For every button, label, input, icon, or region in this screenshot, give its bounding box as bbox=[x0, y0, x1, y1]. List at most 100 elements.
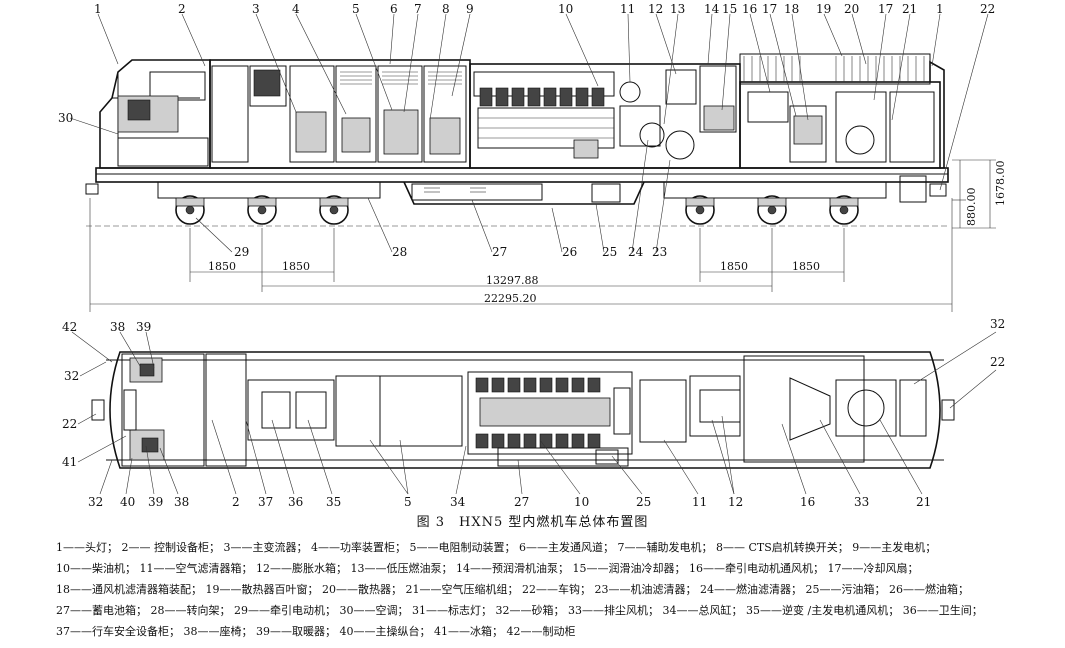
callout-side-6: 6 bbox=[390, 2, 398, 16]
legend-item: 29——牵引电动机； bbox=[234, 604, 340, 617]
callout-plan-38: 38 bbox=[110, 320, 125, 334]
legend-item: 19——散热器百叶窗； bbox=[205, 583, 322, 596]
callout-plan-38b: 38 bbox=[174, 495, 189, 509]
dim-overall-length: 22295.20 bbox=[484, 292, 537, 305]
callout-side-15: 15 bbox=[722, 2, 737, 16]
legend-item: 2—— 控制设备柜； bbox=[121, 541, 224, 554]
legend-item: 20——散热器； bbox=[322, 583, 406, 596]
legend-item: 42——制动柜 bbox=[506, 625, 576, 638]
callout-side-29: 29 bbox=[234, 245, 249, 259]
side-callouts: 1 2 3 4 5 6 7 8 9 10 11 12 13 14 15 16 1… bbox=[58, 2, 995, 259]
dim-axle-right-1: 1850 bbox=[720, 260, 748, 273]
plan-callouts: 42 38 39 32 22 41 32 40 39 38 2 37 36 35… bbox=[62, 317, 1005, 509]
callout-plan-32b: 32 bbox=[88, 495, 103, 509]
callout-side-2: 2 bbox=[178, 2, 186, 16]
legend-item: 39——取暖器； bbox=[256, 625, 340, 638]
callout-side-7: 7 bbox=[414, 2, 422, 16]
callout-side-22: 22 bbox=[980, 2, 995, 16]
legend-item: 7——辅助发电机； bbox=[617, 541, 716, 554]
callout-side-24: 24 bbox=[628, 245, 644, 259]
legend-item: 12——膨胀水箱； bbox=[256, 562, 351, 575]
dim-axle-right-2: 1850 bbox=[792, 260, 820, 273]
callout-side-28: 28 bbox=[392, 245, 407, 259]
legend-item: 28——转向架； bbox=[150, 604, 234, 617]
legend-item: 30——空调； bbox=[339, 604, 412, 617]
callout-side-9: 9 bbox=[466, 2, 474, 16]
legend-item: 38——座椅； bbox=[183, 625, 256, 638]
legend-item: 14——预润滑机油泵； bbox=[456, 562, 573, 575]
dim-axle-left-1: 1850 bbox=[208, 260, 236, 273]
callout-side-26: 26 bbox=[562, 245, 577, 259]
callout-plan-12: 12 bbox=[728, 495, 743, 509]
legend-item: 25——污油箱； bbox=[805, 583, 889, 596]
callout-side-13: 13 bbox=[670, 2, 685, 16]
callout-side-20: 20 bbox=[844, 2, 859, 16]
callout-side-12: 12 bbox=[648, 2, 663, 16]
callout-plan-37: 37 bbox=[258, 495, 273, 509]
legend-item: 36——卫生间； bbox=[902, 604, 983, 617]
callout-plan-10: 10 bbox=[574, 495, 589, 509]
callout-side-19: 19 bbox=[816, 2, 831, 16]
legend-item: 23——机油滤清器； bbox=[594, 583, 700, 596]
legend-item: 1——头灯； bbox=[56, 541, 122, 554]
callout-side-27: 27 bbox=[492, 245, 507, 259]
legend-item: 27——蓄电池箱； bbox=[56, 604, 151, 617]
legend-item: 8—— CTS启机转换开关； bbox=[716, 541, 853, 554]
plan-view bbox=[71, 331, 997, 495]
callout-side-1: 1 bbox=[94, 2, 102, 16]
callout-plan-25: 25 bbox=[636, 495, 651, 509]
legend-item: 40——主操纵台； bbox=[339, 625, 434, 638]
callout-side-17: 17 bbox=[762, 2, 777, 16]
side-elevation bbox=[69, 13, 996, 312]
legend-item: 41——冰箱； bbox=[434, 625, 507, 638]
legend-item: 4——功率装置柜； bbox=[311, 541, 410, 554]
callout-side-8: 8 bbox=[442, 2, 450, 16]
callout-side-23: 23 bbox=[652, 245, 667, 259]
legend-item: 15——润滑油冷却器； bbox=[572, 562, 689, 575]
callout-plan-41: 41 bbox=[62, 455, 77, 469]
legend-item: 3——主变流器； bbox=[223, 541, 311, 554]
callout-side-5: 5 bbox=[352, 2, 360, 16]
legend: 1——头灯； 2—— 控制设备柜； 3——主变流器； 4——功率装置柜； 5——… bbox=[56, 537, 1006, 642]
legend-item: 13——低压燃油泵； bbox=[350, 562, 456, 575]
callout-plan-21: 21 bbox=[916, 495, 931, 509]
callout-plan-32c: 32 bbox=[990, 317, 1005, 331]
callout-plan-16: 16 bbox=[800, 495, 815, 509]
legend-item: 26——燃油箱； bbox=[889, 583, 969, 596]
legend-item: 10——柴油机； bbox=[56, 562, 140, 575]
callout-side-1b: 1 bbox=[936, 2, 944, 16]
legend-item: 35——逆变 /主发电机通风机； bbox=[746, 604, 903, 617]
callout-side-11: 11 bbox=[620, 2, 635, 16]
callout-side-21: 21 bbox=[902, 2, 917, 16]
dim-coupler-height: 880.00 bbox=[965, 188, 978, 227]
callout-side-18: 18 bbox=[784, 2, 799, 16]
callout-plan-5: 5 bbox=[404, 495, 412, 509]
callout-side-10: 10 bbox=[558, 2, 573, 16]
callout-side-14: 14 bbox=[704, 2, 720, 16]
callout-plan-39b: 39 bbox=[148, 495, 163, 509]
callout-plan-39: 39 bbox=[136, 320, 151, 334]
callout-plan-32a: 32 bbox=[64, 369, 79, 383]
legend-item: 6——主发通风道； bbox=[519, 541, 618, 554]
figure-caption: 图 3 HXN5 型内燃机车总体布置图 bbox=[416, 515, 649, 530]
callout-side-30: 30 bbox=[58, 111, 73, 125]
dim-frame-height: 1678.00 bbox=[994, 161, 1007, 207]
callout-plan-2: 2 bbox=[232, 495, 240, 509]
legend-item: 17——冷却风扇； bbox=[827, 562, 919, 575]
callout-side-25: 25 bbox=[602, 245, 617, 259]
callout-plan-35: 35 bbox=[326, 495, 341, 509]
callout-plan-34: 34 bbox=[450, 495, 466, 509]
callout-plan-42: 42 bbox=[62, 320, 77, 334]
callout-side-4: 4 bbox=[292, 2, 300, 16]
legend-item: 24——燃油滤清器； bbox=[700, 583, 806, 596]
legend-item: 37——行车安全设备柜； bbox=[56, 625, 184, 638]
legend-item: 32——砂箱； bbox=[495, 604, 568, 617]
callout-plan-22a: 22 bbox=[62, 417, 77, 431]
legend-item: 16——牵引电动机通风机； bbox=[689, 562, 828, 575]
legend-item: 22——车钩； bbox=[522, 583, 595, 596]
callout-side-3: 3 bbox=[252, 2, 260, 16]
legend-item: 31——标志灯； bbox=[412, 604, 496, 617]
callout-plan-36: 36 bbox=[288, 495, 303, 509]
legend-item: 5——电阻制动装置； bbox=[409, 541, 519, 554]
